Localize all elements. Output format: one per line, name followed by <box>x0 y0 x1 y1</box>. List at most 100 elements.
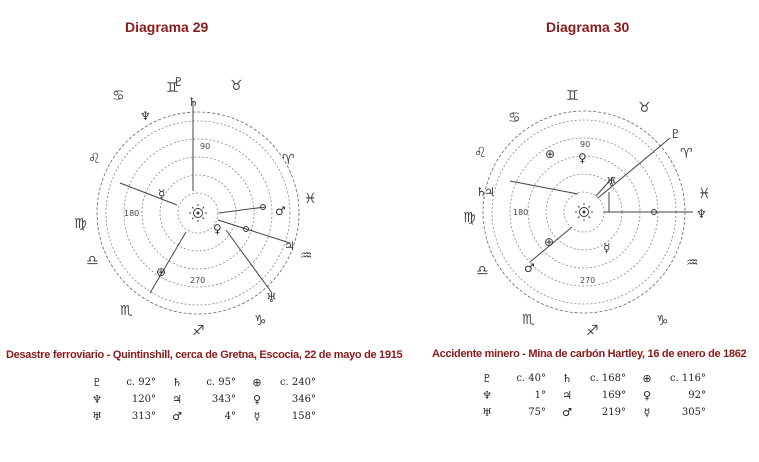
ring-label-270: 270 <box>580 276 595 285</box>
sagittarius-icon: ♐ <box>192 323 205 339</box>
legend-value: 305° <box>681 407 706 418</box>
mercury-icon: ☿ <box>603 241 610 255</box>
sun-icon <box>189 204 207 222</box>
jupiter-icon: ♃ <box>284 239 295 253</box>
pisces-icon: ♓ <box>304 191 317 207</box>
uranus-icon: ♅ <box>266 291 277 305</box>
ring-1 <box>177 192 219 234</box>
legend-value: c. 95° <box>206 377 236 388</box>
virgo-icon: ♍ <box>463 210 476 226</box>
diagram-30-caption: Accidente minero - Mina de carbón Hartle… <box>432 348 747 360</box>
taurus-icon: ♉ <box>230 78 243 94</box>
legend-value: c. 240° <box>279 377 316 388</box>
pluto-line <box>149 231 187 294</box>
saturn-icon: ♄ <box>476 185 487 199</box>
legend-row: ♇ c. 40° ♄ c. 168° ⊕ c. 116° <box>480 370 720 387</box>
legend-value: 343° <box>211 394 236 405</box>
aquarius-icon: ♒ <box>686 255 699 271</box>
ring-label-180: 180 <box>513 208 528 217</box>
ring-5 <box>105 120 291 306</box>
legend-symbol: ♂ <box>172 410 182 423</box>
legend-value: c. 92° <box>126 377 156 388</box>
legend-row: ♆ 120° ♃ 343° ♀ 346° <box>90 391 330 408</box>
sun-icon <box>575 203 593 221</box>
legend-value: 158° <box>291 411 316 422</box>
legend-value: 169° <box>601 390 626 401</box>
legend-symbol: ♅ <box>482 406 492 419</box>
legend-value: 346° <box>291 394 316 405</box>
legend-value: 219° <box>601 407 626 418</box>
legend-symbol: ♄ <box>562 372 572 385</box>
legend-value: c. 40° <box>516 373 546 384</box>
venus-icon: ♀ <box>213 222 222 236</box>
diagram-29-title: Diagrama 29 <box>125 19 209 35</box>
saturn-line <box>509 180 579 195</box>
legend-symbol: ♅ <box>92 410 102 423</box>
legend-value: 75° <box>528 407 546 418</box>
ring-2 <box>159 174 237 252</box>
pluto-icon: ♇ <box>670 127 681 141</box>
legend-row: ♅ 313° ♂ 4° ☿ 158° <box>90 408 330 425</box>
pisces-icon: ♓ <box>698 186 711 202</box>
ring-label-270: 270 <box>190 276 205 285</box>
legend-symbol: ♆ <box>482 389 492 402</box>
legend-row: ♅ 75° ♂ 219° ☿ 305° <box>480 404 720 421</box>
diagram-29-chart: 90 180 270 ♊ ♋ ♌ ♍ ♎ ♏ ♐ ♑ ♒ ♓ ♈ ♉ ♇ ♆ ♄… <box>74 75 317 339</box>
legend-symbol: ♇ <box>482 372 492 385</box>
diagram-30-title: Diagrama 30 <box>546 19 630 35</box>
cancer-icon: ♋ <box>508 110 521 126</box>
ring-label-90: 90 <box>200 142 210 151</box>
legend-symbol: ♆ <box>92 393 102 406</box>
aries-icon: ♈ <box>282 152 295 168</box>
ring-4 <box>123 138 273 288</box>
legend-value: c. 116° <box>669 373 706 384</box>
gemini-icon: ♊ <box>166 80 179 96</box>
pluto-icon: ♇ <box>173 75 184 89</box>
capricorn-icon: ♑ <box>656 313 669 329</box>
scorpio-icon: ♏ <box>522 312 535 328</box>
ring-label-90: 90 <box>580 140 590 149</box>
mars-icon: ♂ <box>524 261 535 275</box>
mars-icon: ♂ <box>275 204 286 218</box>
earth-icon: ⊕ <box>545 147 555 161</box>
diagram-30-legend: ♇ c. 40° ♄ c. 168° ⊕ c. 116° ♆ 1° ♃ 169°… <box>480 370 720 421</box>
saturn-icon: ♄ <box>188 95 199 109</box>
legend-value: 120° <box>131 394 156 405</box>
diagram-30-chart: 90 180 270 ♊ ♋ ♌ ♍ ♎ ♏ ♐ ♑ ♒ ♓ ♈ ♉ ♇ ♆ ♄… <box>463 88 711 339</box>
legend-symbol: ☿ <box>253 410 261 423</box>
legend-symbol: ♀ <box>252 393 262 406</box>
uranus-line <box>225 229 273 294</box>
legend-symbol: ⊕ <box>252 376 262 389</box>
neptune-icon: ♆ <box>696 207 707 221</box>
jupiter-icon: ♃ <box>484 185 495 199</box>
libra-icon: ♎ <box>86 253 99 269</box>
legend-value: 4° <box>224 411 236 422</box>
jupiter-line <box>217 219 291 244</box>
ring-3 <box>141 156 255 270</box>
diagram-29-legend: ♇ c. 92° ♄ c. 95° ⊕ c. 240° ♆ 120° ♃ 343… <box>90 374 330 425</box>
taurus-icon: ♉ <box>638 100 651 116</box>
legend-symbol: ♂ <box>562 406 572 419</box>
mercury-icon: ☿ <box>158 187 165 201</box>
legend-symbol: ♃ <box>172 393 182 406</box>
legend-row: ♆ 1° ♃ 169° ♀ 92° <box>480 387 720 404</box>
legend-value: 1° <box>534 390 546 401</box>
outer-ring <box>96 111 300 315</box>
capricorn-icon: ♑ <box>254 313 267 329</box>
legend-symbol: ♄ <box>172 376 182 389</box>
gemini-icon: ♊ <box>566 88 579 104</box>
virgo-icon: ♍ <box>74 216 87 232</box>
legend-symbol: ♀ <box>642 389 652 402</box>
legend-symbol: ☿ <box>643 406 651 419</box>
leo-icon: ♌ <box>88 151 101 167</box>
legend-value: c. 168° <box>589 373 626 384</box>
legend-symbol: ♇ <box>92 376 102 389</box>
legend-value: 92° <box>688 390 706 401</box>
leo-icon: ♌ <box>474 145 487 161</box>
legend-symbol: ♃ <box>562 389 572 402</box>
legend-value: 313° <box>131 411 156 422</box>
venus-icon: ♀ <box>578 151 587 165</box>
pluto-line <box>597 137 671 199</box>
mars-line <box>529 226 573 263</box>
earth-icon-2: ⊕ <box>544 235 554 249</box>
